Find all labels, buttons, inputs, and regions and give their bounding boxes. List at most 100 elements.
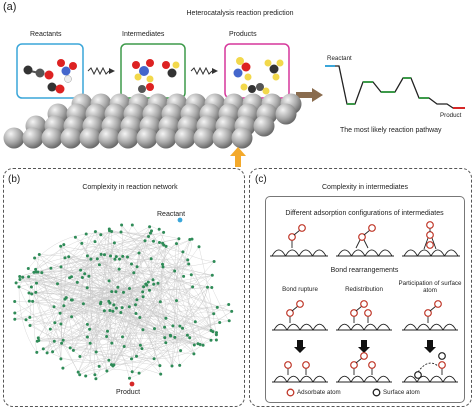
network-edge	[43, 348, 109, 363]
network-node	[87, 274, 91, 278]
adsorbate-atom	[358, 233, 366, 241]
network-node	[114, 290, 118, 294]
network-edge	[139, 315, 230, 321]
network-edge	[191, 274, 212, 331]
network-node	[48, 327, 52, 331]
network-node	[21, 275, 25, 279]
catalyst-surface	[3, 93, 302, 149]
network-edge	[131, 261, 215, 360]
network-node	[35, 281, 38, 285]
network-edge	[176, 275, 213, 301]
network-edge	[54, 317, 66, 325]
network-edge	[33, 254, 40, 353]
surface-bumps	[337, 249, 393, 257]
network-node	[206, 285, 209, 289]
col1-label: Bond rupture	[282, 286, 318, 293]
surface-sphere	[22, 127, 44, 149]
network-node	[107, 279, 111, 283]
network-edge	[171, 274, 192, 367]
network-node	[152, 239, 155, 243]
network-edge	[18, 286, 64, 341]
network-node	[53, 321, 57, 325]
network-node	[187, 262, 191, 266]
network-edge	[19, 276, 72, 280]
network-node	[85, 254, 89, 258]
network-node	[35, 350, 39, 354]
network-node	[122, 290, 125, 294]
network-edge	[96, 342, 166, 353]
network-edge	[36, 283, 62, 359]
network-node	[33, 256, 37, 260]
network-node	[130, 357, 133, 361]
network-node	[14, 281, 18, 285]
adsorbate-atom	[364, 309, 372, 317]
adsorbate-atom	[302, 361, 310, 369]
network-edge	[78, 343, 91, 373]
profile-product-label: Product	[440, 112, 462, 119]
network-node	[173, 269, 177, 273]
network-node	[79, 268, 83, 272]
network-edge	[71, 288, 130, 301]
surface-bumps	[271, 249, 327, 257]
network-node	[110, 363, 113, 367]
network-edge	[79, 296, 144, 357]
network-edge	[57, 283, 123, 308]
surface-sphere	[174, 127, 196, 149]
network-node	[146, 280, 150, 284]
surface-bumps	[403, 375, 457, 383]
network-edge	[113, 350, 181, 366]
network-edge	[171, 238, 180, 367]
network-edge	[19, 276, 112, 344]
products-label: Products	[229, 31, 257, 38]
network-node	[168, 333, 172, 337]
network-edge	[36, 276, 89, 284]
network-edge	[131, 264, 163, 359]
adsorbate-atom	[360, 352, 368, 360]
network-node	[116, 285, 120, 289]
network-edge	[187, 259, 212, 331]
network-edge	[78, 292, 124, 373]
network-edge	[124, 337, 190, 350]
network-node	[45, 351, 49, 355]
network-node	[34, 267, 38, 271]
network-node	[227, 319, 231, 323]
network-node	[99, 300, 103, 304]
network-node	[185, 333, 189, 337]
network-node	[112, 303, 116, 307]
network-edge	[35, 292, 117, 309]
network-edge	[73, 337, 190, 351]
surface-sphere	[253, 115, 275, 137]
network-edge	[198, 246, 217, 335]
network-node	[83, 272, 87, 276]
network-edge	[131, 263, 232, 312]
network-node	[164, 244, 168, 248]
network-node	[181, 326, 184, 330]
network-edge	[176, 239, 190, 366]
network-node	[171, 324, 175, 328]
network-edge	[28, 292, 31, 318]
network-edge	[109, 228, 213, 276]
network-node	[192, 352, 196, 356]
network-node	[76, 370, 80, 374]
network-node	[85, 286, 89, 290]
network-product-node	[129, 381, 135, 387]
network-node	[27, 275, 31, 279]
surface-bumps	[403, 323, 457, 331]
bond-line	[363, 229, 371, 236]
network-node	[121, 335, 124, 339]
network-edge	[66, 297, 108, 372]
network-node	[158, 364, 162, 368]
network-edge	[129, 251, 184, 379]
network-edge	[60, 358, 161, 375]
network-edge	[71, 299, 166, 343]
network-node	[147, 235, 150, 238]
network-edge	[69, 277, 161, 375]
network-edge	[121, 224, 217, 333]
network-edge	[35, 244, 64, 270]
network-edge	[153, 322, 220, 359]
network-edge	[97, 258, 212, 341]
network-edge	[29, 325, 155, 359]
network-edge	[96, 266, 138, 353]
network-node	[73, 235, 77, 239]
network-node	[197, 245, 201, 249]
